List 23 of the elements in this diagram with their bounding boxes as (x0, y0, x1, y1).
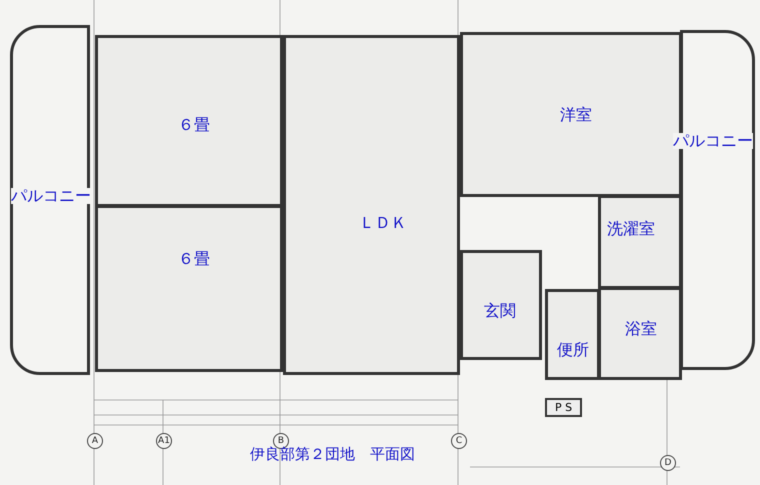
room-label: 玄関 (484, 303, 516, 319)
room-outline (283, 35, 460, 375)
balcony-area (10, 25, 90, 375)
room-outline (95, 35, 283, 207)
shaft-label: P S (545, 398, 582, 417)
room-outline (598, 287, 682, 380)
room-label: ６畳 (178, 251, 210, 267)
room-outline (460, 250, 542, 360)
grid-marker: D (660, 455, 676, 471)
room-outline (545, 289, 600, 380)
grid-marker: C (451, 433, 467, 449)
room-label: ＬＤＫ (359, 215, 407, 231)
grid-marker: A1 (156, 433, 172, 449)
room-label: 便所 (557, 342, 589, 358)
room-label: ６畳 (178, 117, 210, 133)
room-label: パルコニー (11, 188, 91, 204)
room-label: 浴室 (625, 321, 657, 337)
room-outline (598, 195, 682, 289)
room-label: パルコニー (673, 133, 753, 149)
grid-marker: A (87, 433, 103, 449)
room-label: 洋室 (560, 107, 592, 123)
room-label: 洗濯室 (607, 221, 655, 237)
room-outline (95, 205, 283, 372)
